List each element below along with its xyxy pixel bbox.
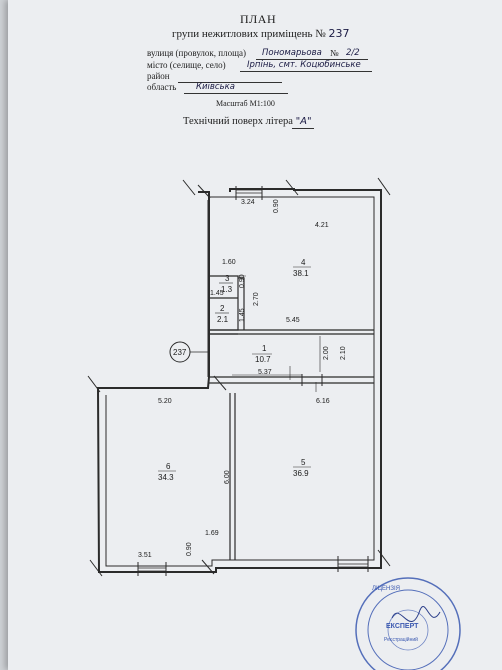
dim-200: 2.00 [323,346,330,360]
door-marks [137,186,369,576]
floor-label: Технічний поверх літера [183,116,293,127]
room-number: 2 [220,304,225,313]
window-top [236,189,262,194]
floor-title: Технічний поверх літера "А" [183,116,312,127]
dim-090-bottom: 0.90 [186,542,193,556]
city-label: місто (селище, село) [147,60,226,70]
room-number: 3 [225,274,230,283]
house-label: № [330,48,339,58]
room-number: 5 [301,458,306,467]
room-number: 1 [262,344,267,353]
region-label: область [147,82,177,92]
dim-169: 1.69 [205,530,219,537]
page-subtitle: групи нежитлових приміщень № 237 [172,27,350,40]
official-stamp: ЛІЦЕНЗІЯ ЕКСПЕРТ Реєстраційний [355,577,461,670]
marker-label: 237 [173,348,187,357]
inner-outer-wall [105,196,375,567]
city-value: Ірпінь, смт. Коцюбинське [247,60,361,70]
room-number: 6 [166,462,171,471]
street-label: вулиця (провулок, площа) [147,48,247,58]
corridor-wall [208,329,374,335]
room-number: 4 [301,258,306,267]
house-value: 2/2 [346,48,360,58]
dim-324: 3.24 [241,199,255,206]
premises-number: 237 [328,27,350,40]
floor-letter-underline [292,128,314,129]
window-bottom [138,567,166,572]
floor-letter: "А" [295,116,312,127]
stamp-sub-text: Реєстраційний [384,636,418,643]
room-area: 2.1 [217,315,229,324]
dim-545: 5.45 [286,317,300,324]
dim-537: 5.37 [258,369,272,376]
city-underline [240,71,372,72]
district-label: район [147,71,170,81]
dim-616: 6.16 [316,398,330,405]
signature [391,606,441,623]
dim-145-a: 1.45 [210,290,224,297]
outer-wall [96,188,382,573]
stamp-center-text: ЕКСПЕРТ [386,623,419,630]
subtitle-prefix: групи нежитлових приміщень № [172,28,326,40]
street-underline [256,59,368,60]
dim-090-wc: 0.90 [239,274,246,288]
room-area: 34.3 [158,473,174,482]
dim-351: 3.51 [138,552,152,559]
scale-label: Масштаб М1:100 [216,99,275,108]
room-area: 1.3 [221,285,233,294]
dim-090-top: 0.90 [273,199,280,213]
dim-160: 1.60 [222,259,236,266]
district-underline [178,82,282,83]
dim-600: 6.00 [224,470,231,484]
stamp-top-text: ЛІЦЕНЗІЯ [372,586,400,592]
region-value: Київська [196,82,235,92]
window-right [338,563,368,568]
divider-wall [208,376,374,384]
region-underline [184,93,288,94]
room-area: 36.9 [293,469,309,478]
page-title: ПЛАН [240,12,277,26]
dim-270: 2.70 [253,292,260,306]
dim-145-b: 1.45 [239,308,246,322]
dim-210: 2.10 [340,346,347,360]
wc-walls [208,275,245,335]
wall-6-5 [229,393,236,560]
room-area: 10.7 [255,355,271,364]
dimension-lines [222,275,321,392]
dim-421: 4.21 [315,222,329,229]
dim-520: 5.20 [158,398,172,405]
document-sheet: ПЛАН групи нежитлових приміщень № 237 ву… [8,0,502,670]
street-value: Пономарьова [262,48,322,58]
room-area: 38.1 [293,269,309,278]
